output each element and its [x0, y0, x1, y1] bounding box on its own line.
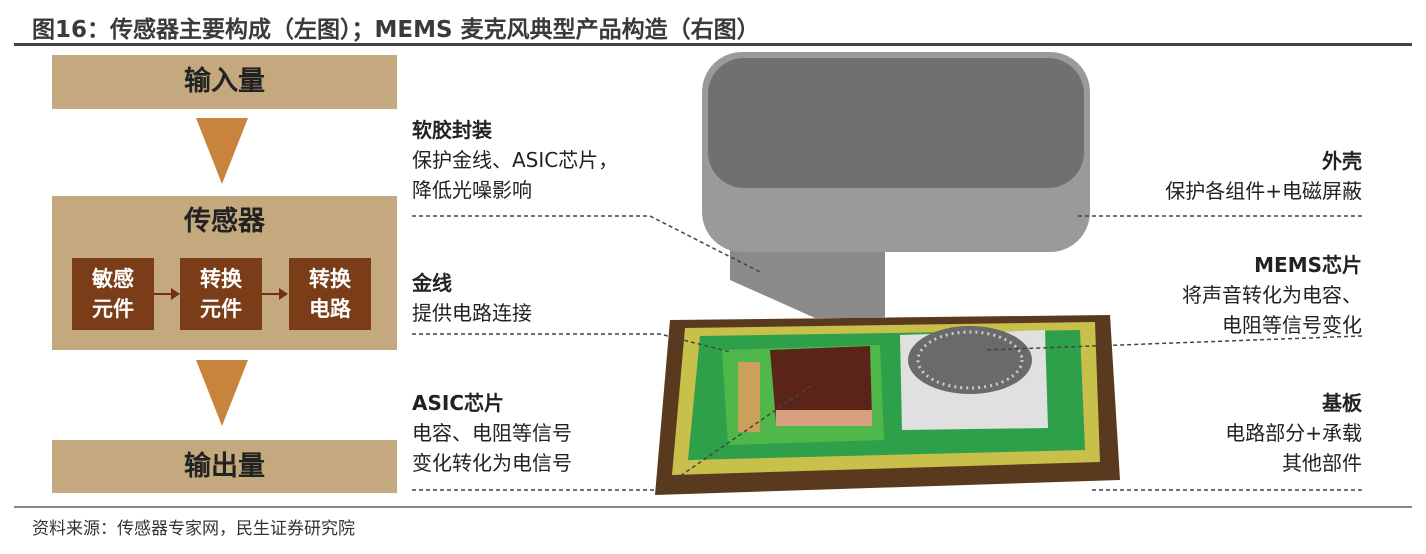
- conversion-element: 转换元件: [180, 258, 262, 330]
- sub-line: 敏感: [92, 266, 134, 291]
- arrow-icon: [154, 288, 180, 300]
- label-line: 变化转化为电信号: [412, 451, 572, 475]
- source-note: 资料来源：传感器专家网，民生证券研究院: [32, 519, 355, 539]
- sub-line: 转换: [200, 266, 242, 291]
- label-line: 其他部件: [1282, 451, 1362, 475]
- sub-line: 转换: [309, 266, 351, 291]
- label-title: ASIC芯片: [412, 391, 505, 415]
- source-divider: [14, 506, 1412, 508]
- label-asic: ASIC芯片电容、电阻等信号变化转化为电信号: [412, 388, 572, 478]
- label-line: 降低光噪影响: [412, 178, 532, 202]
- figure-title: 图16：传感器主要构成（左图）；MEMS 麦克风典型产品构造（右图）: [32, 17, 760, 43]
- down-arrow-icon: [196, 118, 248, 184]
- label-substrate: 基板电路部分+承载其他部件: [1225, 388, 1362, 478]
- label-line: 将声音转化为电容、: [1182, 283, 1362, 307]
- label-shell: 外壳保护各组件+电磁屏蔽: [1165, 146, 1362, 206]
- label-line: 提供电路连接: [412, 301, 532, 325]
- sub-line: 电路: [309, 296, 351, 321]
- sub-line: 元件: [92, 296, 134, 321]
- sensing-element: 敏感元件: [72, 258, 154, 330]
- output-box: 输出量: [52, 440, 397, 493]
- label-title: 基板: [1322, 391, 1362, 415]
- title-divider: [14, 43, 1412, 46]
- label-title: MEMS芯片: [1254, 253, 1362, 277]
- label-soft-encapsulation: 软胶封装保护金线、ASIC芯片， 降低光噪影响: [412, 115, 618, 205]
- label-line: 电容、电阻等信号: [412, 421, 572, 445]
- label-line: 电阻等信号变化: [1222, 313, 1362, 337]
- sensor-label: 传感器: [184, 206, 265, 237]
- asic-chip: [770, 346, 872, 422]
- sub-line: 元件: [200, 296, 242, 321]
- conversion-circuit: 转换电路: [289, 258, 371, 330]
- label-title: 外壳: [1322, 149, 1362, 173]
- label-line: 电路部分+承载: [1225, 421, 1362, 445]
- down-arrow-icon: [196, 360, 248, 426]
- label-line: 保护金线、ASIC芯片，: [412, 148, 619, 172]
- shell-leg: [730, 250, 885, 318]
- label-gold-wire: 金线提供电路连接: [412, 268, 532, 328]
- label-line: 保护各组件+电磁屏蔽: [1165, 179, 1362, 203]
- label-title: 金线: [412, 271, 452, 295]
- arrow-icon: [262, 288, 288, 300]
- input-box: 输入量: [52, 55, 397, 109]
- label-mems-chip: MEMS芯片将声音转化为电容、电阻等信号变化: [1182, 250, 1362, 340]
- label-title: 软胶封装: [412, 118, 492, 142]
